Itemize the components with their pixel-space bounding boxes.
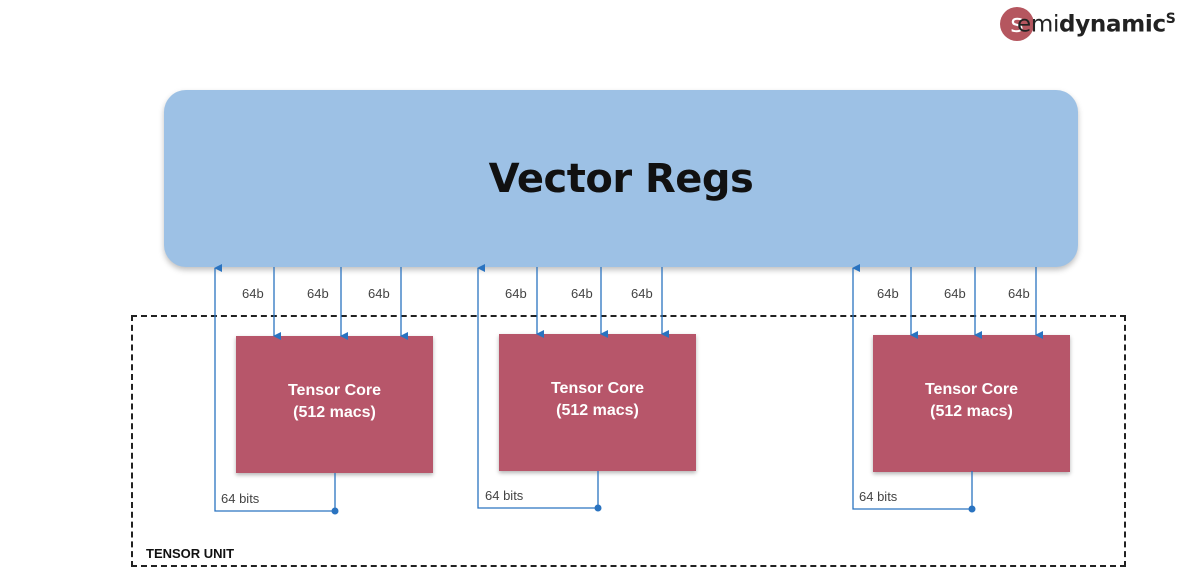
bus-label: 64b <box>631 286 653 301</box>
vector-regs-label: Vector Regs <box>488 155 754 202</box>
bus-label: 64b <box>877 286 899 301</box>
junction-dot <box>594 504 602 512</box>
tensor-core-title: Tensor Core <box>287 381 382 399</box>
logo-sup: S <box>1165 10 1176 27</box>
tensor-core-subtitle: (512 macs) <box>293 403 376 421</box>
tensor-core-subtitle: (512 macs) <box>556 401 639 419</box>
vector-regs-block: Vector Regs <box>164 90 1078 267</box>
logo-prefix: emi <box>1017 11 1060 38</box>
logo-wordmark: emidynamicS <box>1017 11 1176 38</box>
bus-label: 64b <box>368 286 390 301</box>
tensor-core-2: Tensor Core (512 macs) <box>499 334 696 471</box>
bus-label: 64b <box>1008 286 1030 301</box>
tensor-unit-label: TENSOR UNIT <box>146 546 235 561</box>
tensor-core-title: Tensor Core <box>550 379 645 397</box>
bus-label: 64b <box>307 286 329 301</box>
return-label: 64 bits <box>221 491 260 506</box>
bus-label: 64b <box>944 286 966 301</box>
tensor-core-1: Tensor Core (512 macs) <box>236 336 433 473</box>
logo-badge: s <box>1000 7 1034 41</box>
bus-label: 64b <box>571 286 593 301</box>
return-label: 64 bits <box>859 489 898 504</box>
return-label: 64 bits <box>485 488 524 503</box>
logo-bold: dynamic <box>1059 11 1166 38</box>
semidynamics-logo: s emidynamicS <box>1000 6 1176 42</box>
junction-dot <box>331 507 339 515</box>
tensor-core-3: Tensor Core (512 macs) <box>873 335 1070 472</box>
return-path <box>852 264 973 510</box>
tensor-unit-boundary <box>131 315 1126 567</box>
return-path <box>477 264 599 509</box>
bus-label: 64b <box>505 286 527 301</box>
junction-dot <box>968 505 976 513</box>
return-path <box>214 264 336 512</box>
tensor-core-title: Tensor Core <box>924 380 1019 398</box>
tensor-core-subtitle: (512 macs) <box>930 402 1013 420</box>
bus-label: 64b <box>242 286 264 301</box>
